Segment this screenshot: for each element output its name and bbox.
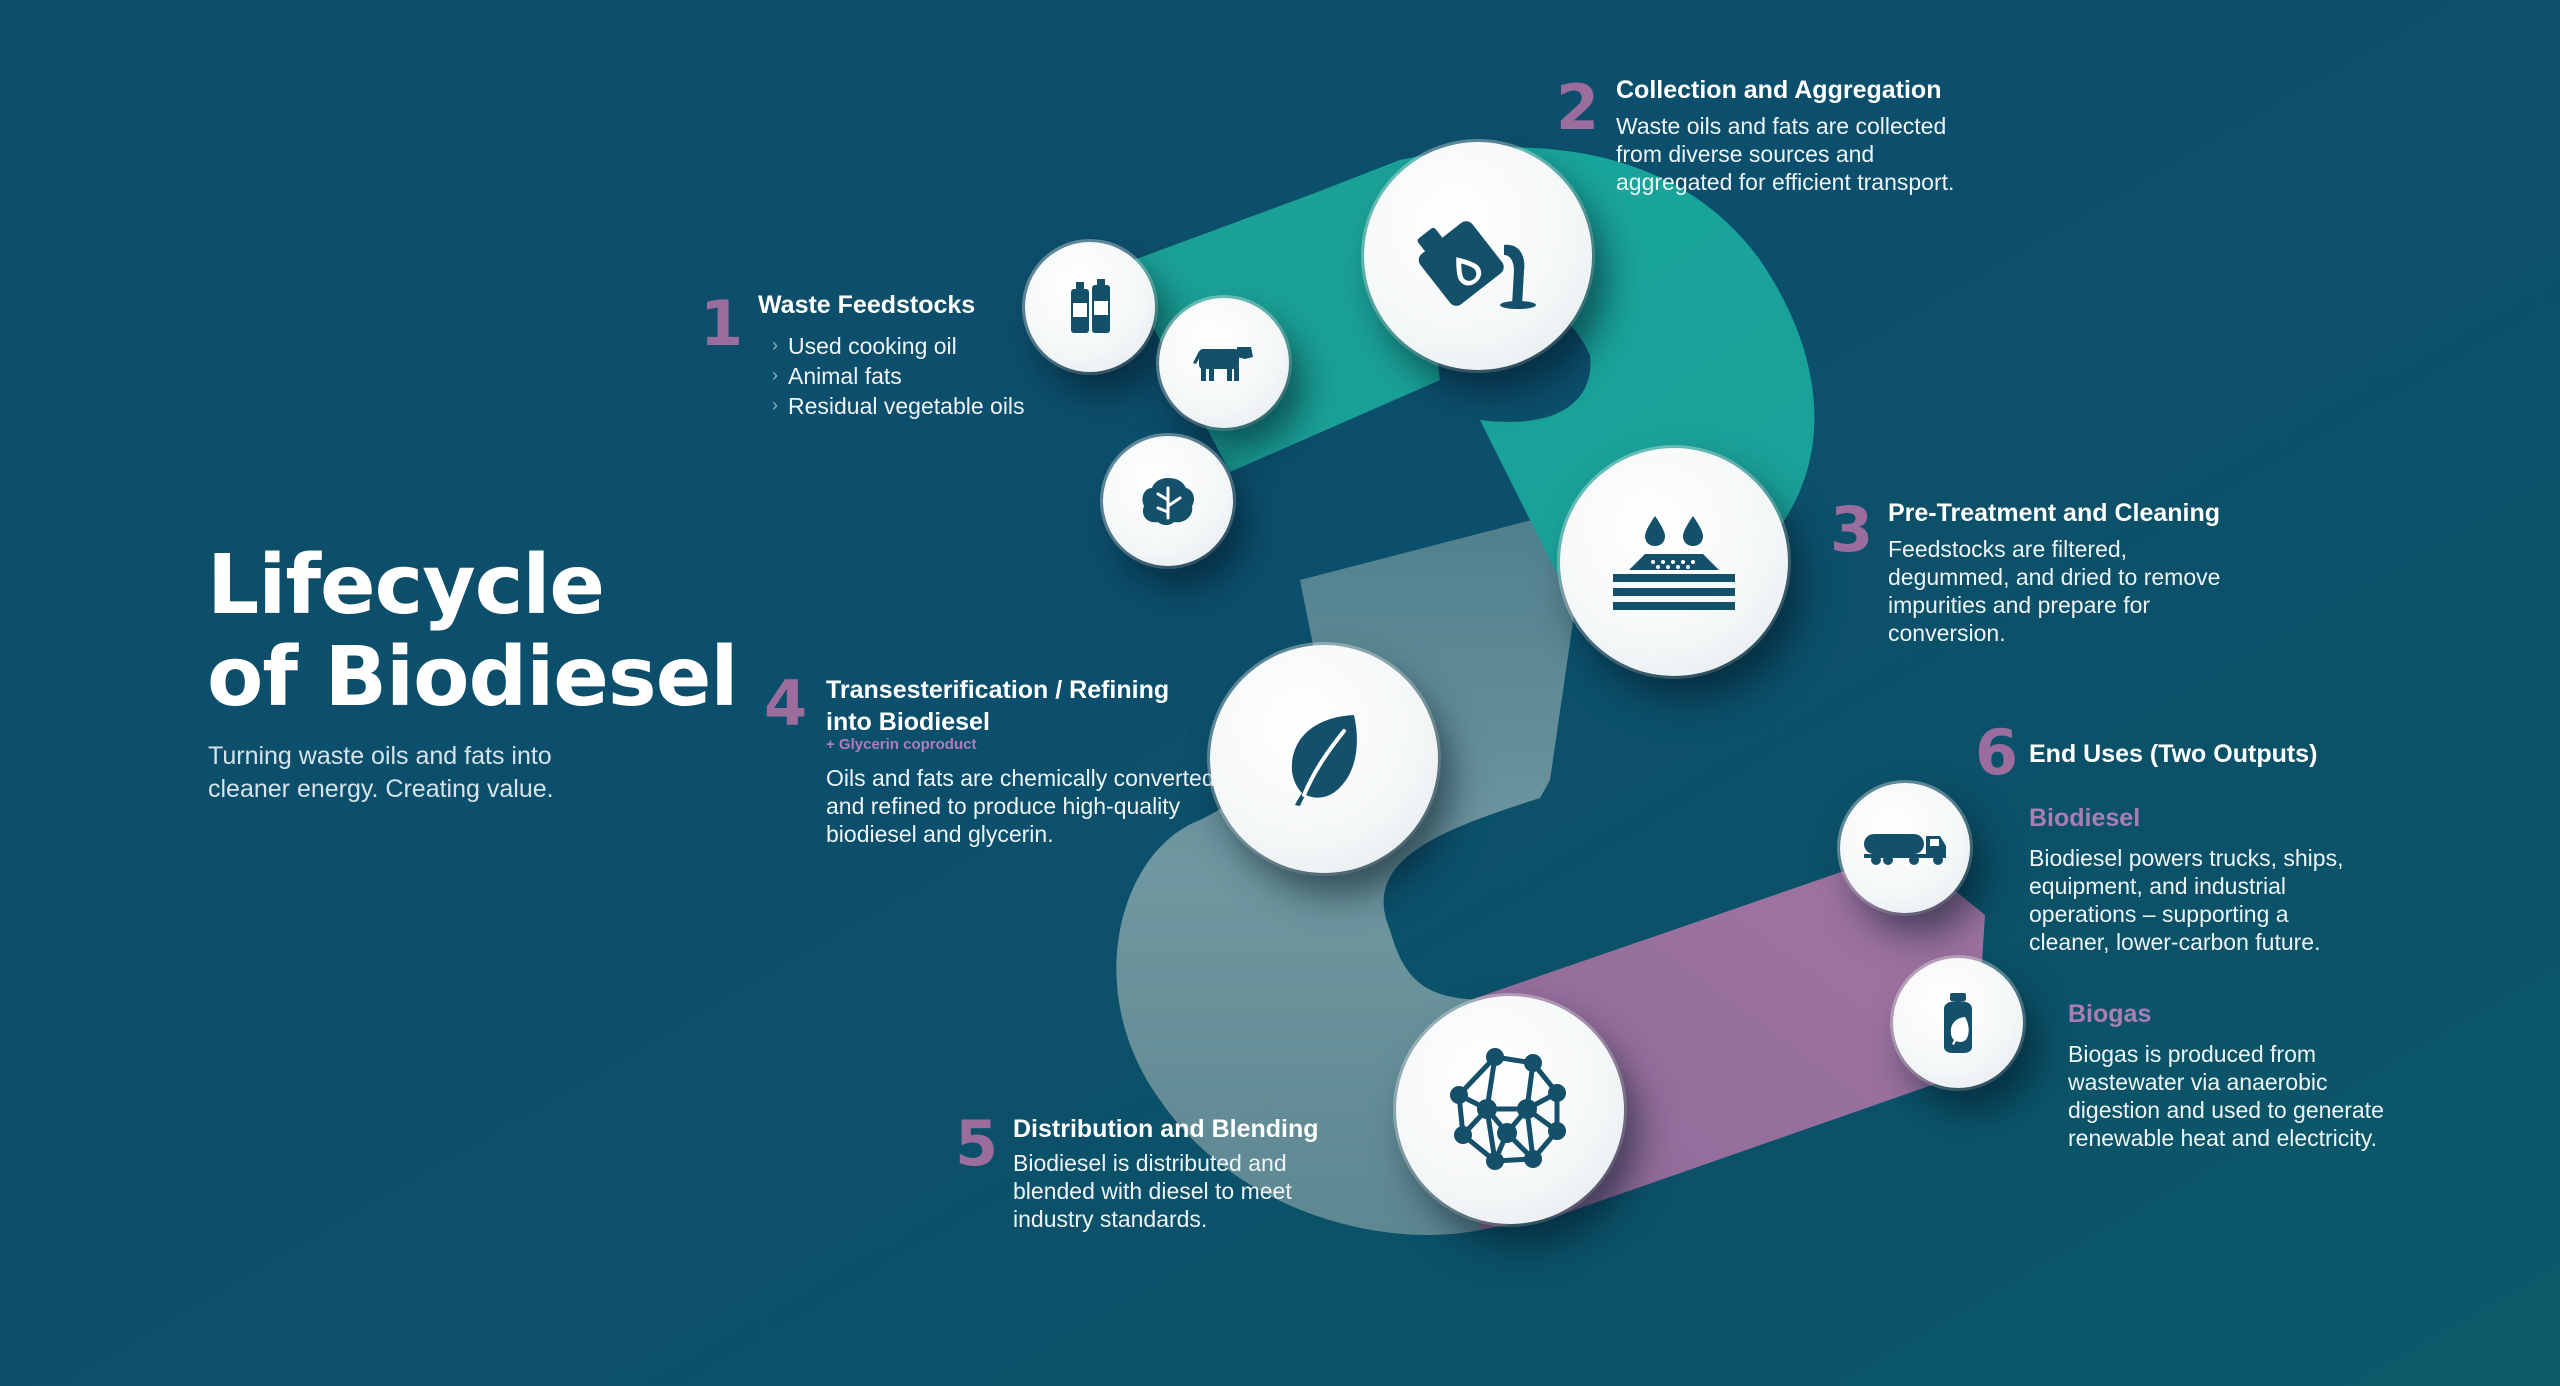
step-1-text: Waste Feedstocks Used cooking oil Animal… xyxy=(758,289,1078,421)
leaf-icon xyxy=(1291,715,1357,806)
output-biogas-description: Biogas is produced from wastewater via a… xyxy=(2068,1041,2384,1151)
step-1-bullet: Animal fats xyxy=(772,360,1078,391)
step-3-description: Feedstocks are filtered, degummed, and d… xyxy=(1888,536,2221,646)
step-3-title: Pre-Treatment and Cleaning xyxy=(1888,499,2221,527)
tanker-truck-icon xyxy=(1864,834,1946,865)
step-6-title-wrap: End Uses (Two Outputs) xyxy=(2029,738,2349,770)
step-2-title: Collection and Aggregation xyxy=(1616,76,1942,104)
step-2-number: 2 xyxy=(1556,71,1600,144)
oil-canister-icon xyxy=(1417,221,1536,309)
page-title: Lifecycle of Biodiesel xyxy=(207,538,738,725)
step-2-description: Waste oils and fats are collected from d… xyxy=(1616,113,1955,195)
output-biodiesel-text: Biodiesel Biodiesel powers trucks, ships… xyxy=(2029,802,2369,956)
step-1-number: 1 xyxy=(700,287,744,360)
step-3-number: 3 xyxy=(1830,493,1874,566)
step-5-number: 5 xyxy=(955,1107,999,1180)
title-line-1: Lifecycle xyxy=(207,538,605,633)
tanker-truck-icon-circle xyxy=(1840,783,1970,913)
step-5-description: Biodiesel is distributed and blended wit… xyxy=(1013,1150,1292,1232)
step-1-title: Waste Feedstocks xyxy=(758,291,976,319)
vegetable-icon-circle xyxy=(1103,436,1233,566)
filter-layers-icon xyxy=(1613,516,1735,610)
oil-bottles-icon xyxy=(1071,279,1110,333)
oil-canister-icon-circle xyxy=(1364,142,1592,370)
step-1-bullets: Used cooking oil Animal fats Residual ve… xyxy=(772,330,1078,421)
output-biogas-title: Biogas xyxy=(2068,1000,2152,1028)
step-3-text: Pre-Treatment and Cleaning Feedstocks ar… xyxy=(1888,497,2248,647)
step-5-text: Distribution and Blending Biodiesel is d… xyxy=(1013,1113,1373,1233)
step-2-text: Collection and Aggregation Waste oils an… xyxy=(1616,74,1986,196)
vegetable-icon xyxy=(1142,478,1194,525)
oil-bottles-icon-circle xyxy=(1025,242,1155,372)
network-icon-circle xyxy=(1396,996,1624,1224)
step-4-text: Transesterification / Refining into Biod… xyxy=(826,674,1216,848)
leaf-icon-circle xyxy=(1210,645,1438,873)
gas-cylinder-icon xyxy=(1944,993,1972,1053)
step-1-bullet: Residual vegetable oils xyxy=(772,390,1078,421)
step-4-coproduct: + Glycerin coproduct xyxy=(826,736,977,753)
network-icon xyxy=(1450,1048,1566,1170)
cow-icon xyxy=(1193,347,1253,381)
step-5-title: Distribution and Blending xyxy=(1013,1115,1319,1143)
cow-icon-circle xyxy=(1159,298,1289,428)
step-6-number: 6 xyxy=(1975,716,2019,789)
filter-layers-icon-circle xyxy=(1560,448,1788,676)
output-biodiesel-title: Biodiesel xyxy=(2029,804,2141,832)
title-line-2: of Biodiesel xyxy=(207,630,738,725)
output-biodiesel-description: Biodiesel powers trucks, ships, equipmen… xyxy=(2029,845,2344,955)
gas-cylinder-icon-circle xyxy=(1893,958,2023,1088)
page-subtitle: Turning waste oils and fats into cleaner… xyxy=(208,742,554,803)
step-6-title: End Uses (Two Outputs) xyxy=(2029,740,2318,768)
step-4-description: Oils and fats are chemically converted a… xyxy=(826,765,1215,847)
step-1-bullet: Used cooking oil xyxy=(772,330,1078,361)
step-4-title: Transesterification / Refining into Biod… xyxy=(826,676,1170,736)
output-biogas-text: Biogas Biogas is produced from wastewate… xyxy=(2068,998,2408,1152)
step-4-number: 4 xyxy=(764,667,808,740)
